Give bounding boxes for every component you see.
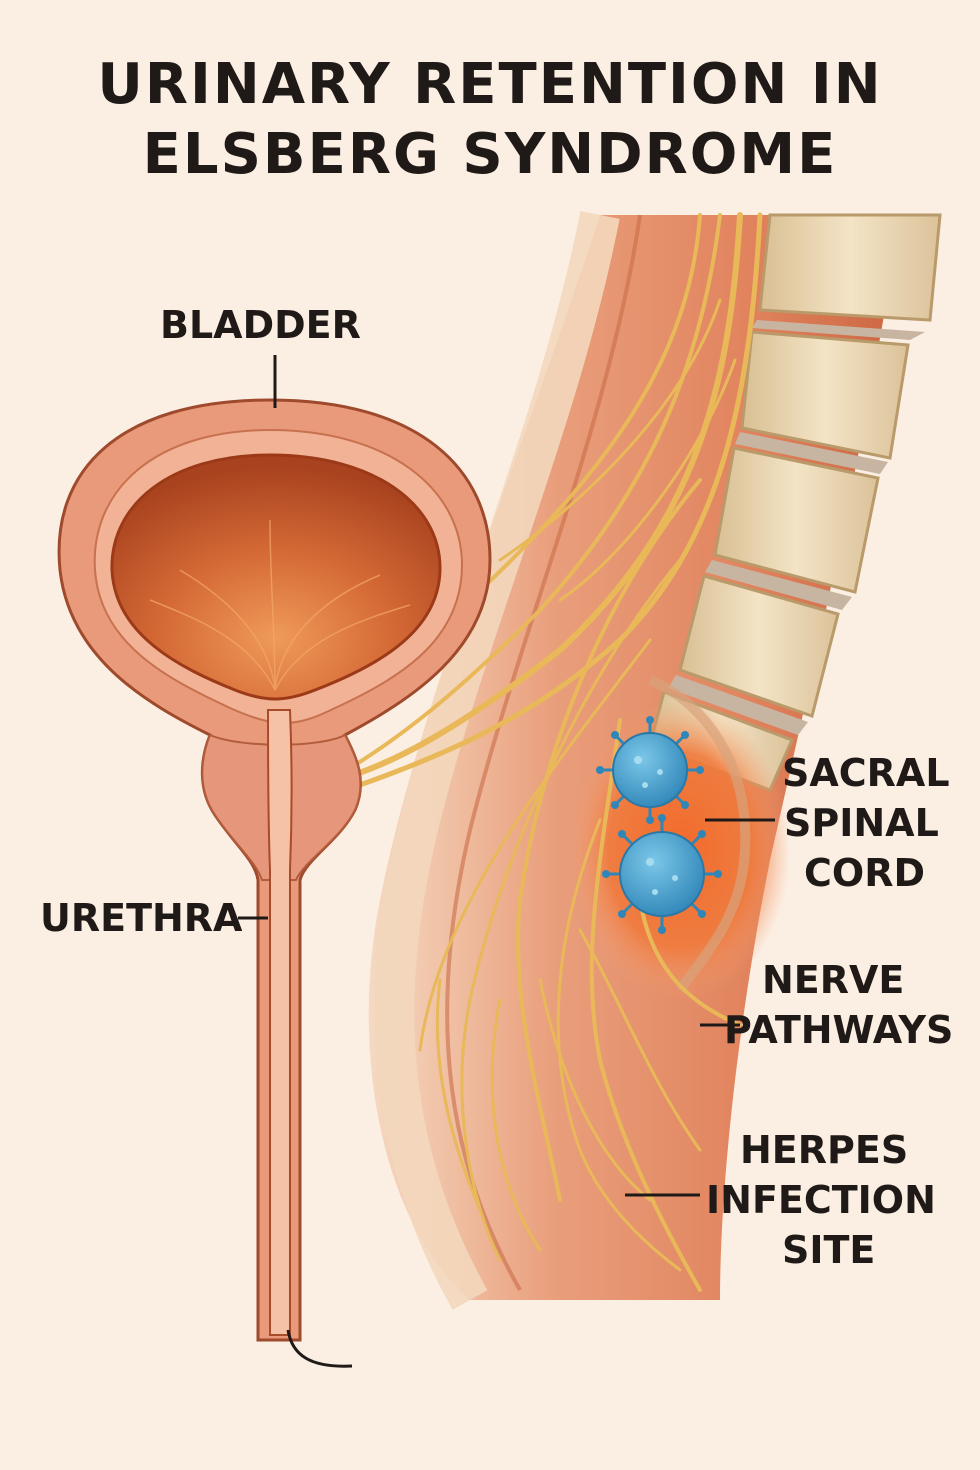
page-title-line-2: ELSBERG SYNDROME — [142, 122, 838, 187]
sacral-label-line-1: SACRAL — [782, 751, 950, 795]
page-title-line-1: URINARY RETENTION IN — [97, 52, 883, 117]
herpes-label-line-3: SITE — [782, 1228, 876, 1272]
bladder — [57, 398, 492, 1368]
urethra — [266, 709, 293, 1336]
urethra-label: URETHRA — [40, 896, 243, 940]
nerve-pathways-label: NERVE PATHWAYS — [724, 955, 953, 1055]
fascia-line — [445, 214, 642, 1291]
sacral-label-line-2: SPINAL — [784, 801, 939, 845]
leader-lines — [238, 355, 775, 1197]
skin-layer — [374, 211, 620, 1310]
sacral-cord-outline — [648, 675, 751, 993]
nerve-label-line-1: NERVE — [762, 958, 905, 1002]
herpes-label-line-2: INFECTION — [706, 1178, 936, 1222]
herpes-virus-2 — [602, 814, 722, 934]
herpes-virus-1 — [596, 716, 704, 824]
sacral-label-line-3: CORD — [804, 851, 925, 895]
herpes-infection-site-label: HERPES INFECTION SITE — [706, 1125, 936, 1275]
sacral-spinal-cord-label: SACRAL SPINAL CORD — [782, 748, 950, 898]
bladder-label: BLADDER — [160, 303, 361, 347]
bladder-lumen — [110, 453, 442, 701]
nerve-bundle — [287, 212, 763, 1292]
nerve-label-line-2: PATHWAYS — [724, 1008, 954, 1052]
herpes-label-line-1: HERPES — [740, 1128, 909, 1172]
